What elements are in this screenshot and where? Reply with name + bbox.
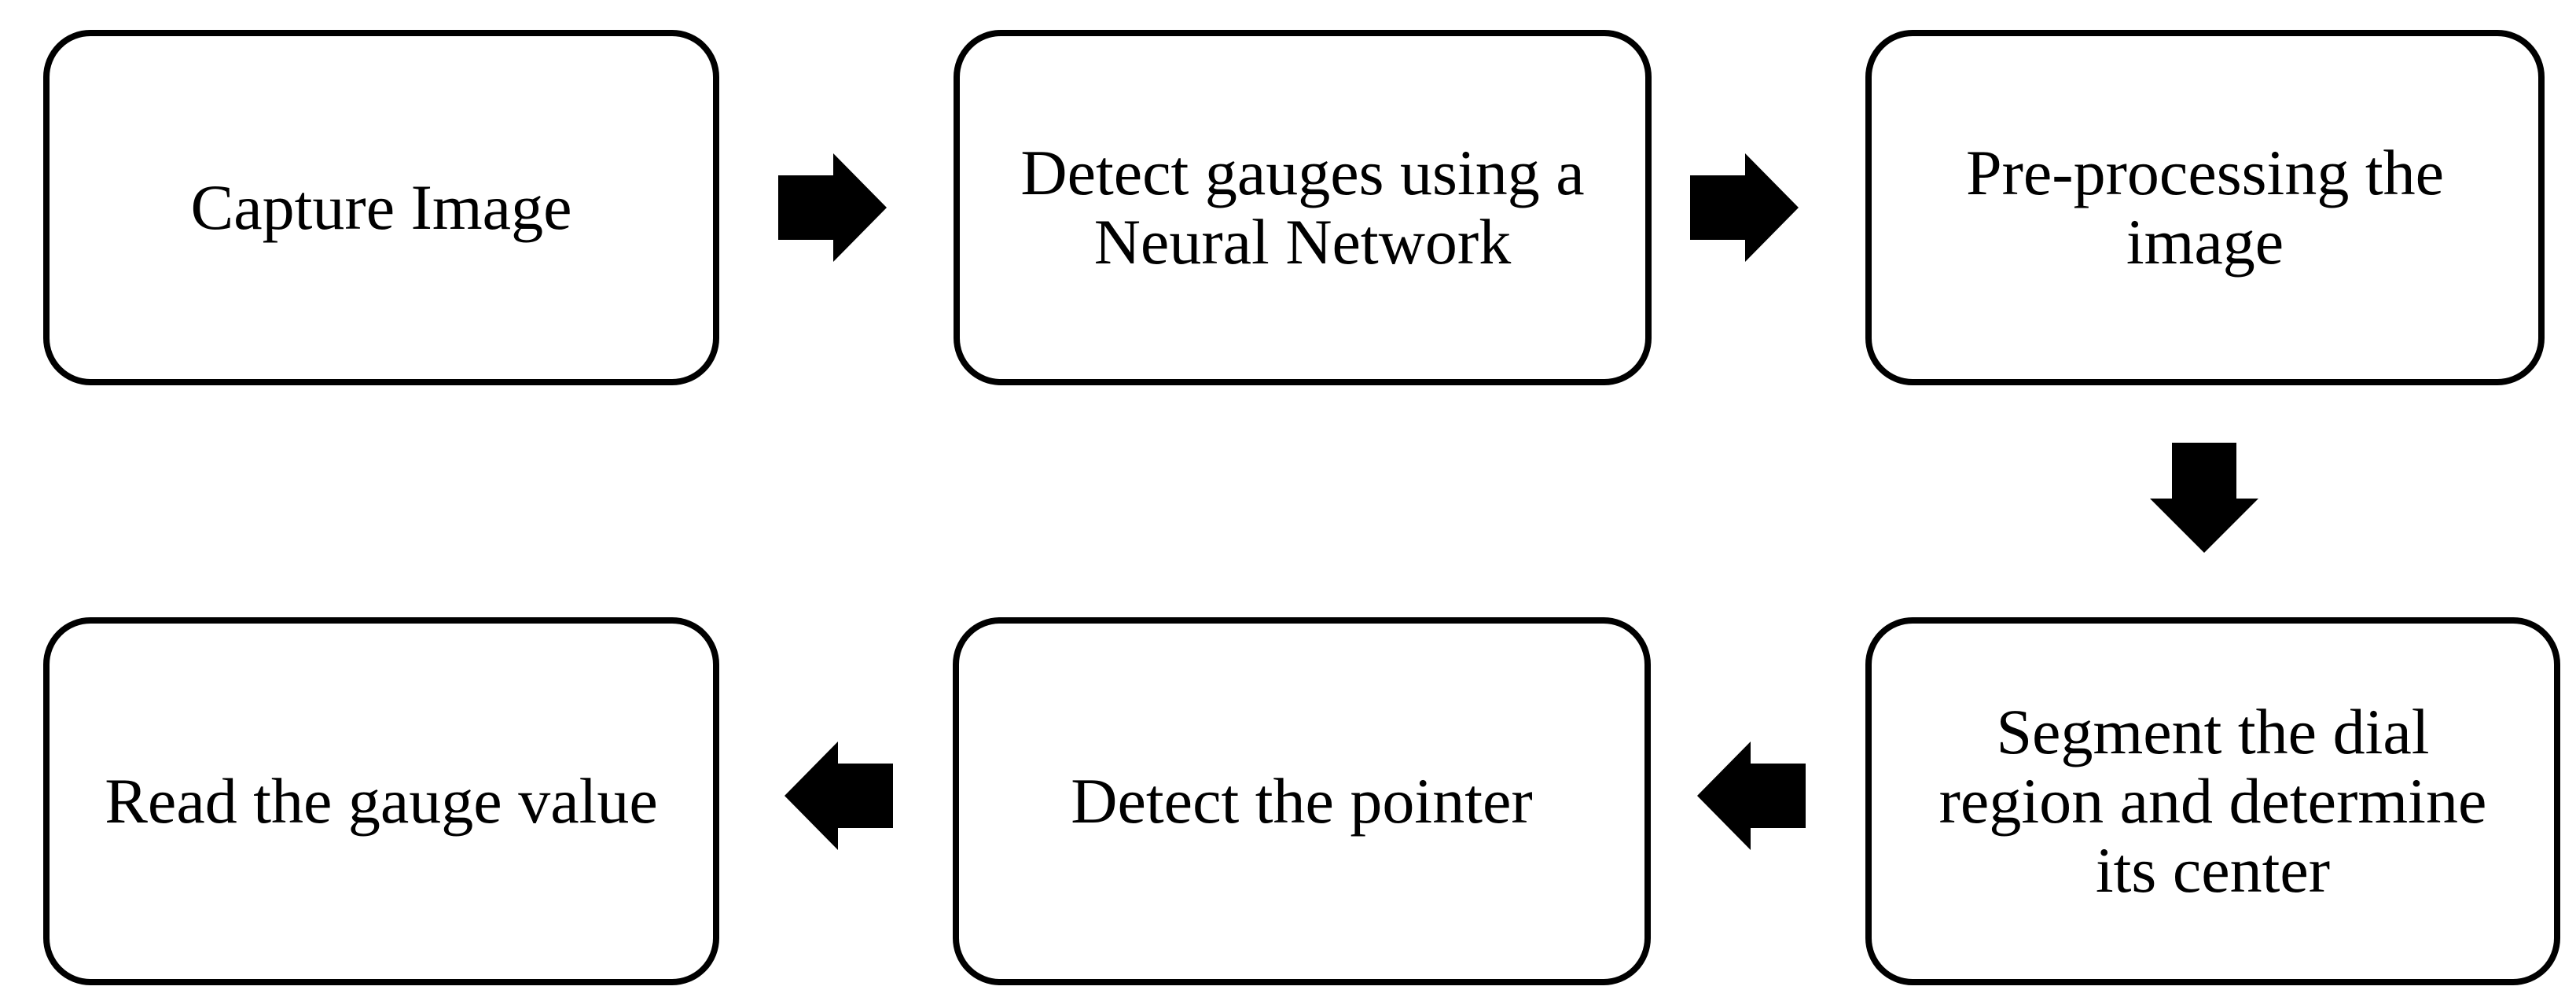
node-detect-pointer: Detect the pointer: [953, 617, 1651, 985]
node-pre-processing-label: Pre-processing the image: [1966, 137, 2444, 278]
arrow-right-icon: [778, 153, 887, 262]
node-detect-gauges: Detect gauges using a Neural Network: [954, 30, 1652, 385]
node-capture-image-label: Capture Image: [190, 171, 572, 244]
node-detect-gauges-label: Detect gauges using a Neural Network: [1020, 137, 1585, 278]
node-read-gauge: Read the gauge value: [43, 617, 719, 985]
node-detect-pointer-label: Detect the pointer: [1071, 765, 1533, 837]
node-read-gauge-label: Read the gauge value: [105, 765, 658, 837]
node-segment-dial: Segment the dial region and determine it…: [1865, 617, 2560, 985]
arrow-left-icon: [1697, 742, 1806, 850]
arrow-right-icon: [1690, 153, 1799, 262]
node-segment-dial-label: Segment the dial region and determine it…: [1938, 696, 2487, 906]
arrow-left-icon: [785, 742, 893, 850]
node-capture-image: Capture Image: [43, 30, 719, 385]
arrow-down-icon: [2150, 443, 2258, 553]
node-pre-processing: Pre-processing the image: [1865, 30, 2545, 385]
